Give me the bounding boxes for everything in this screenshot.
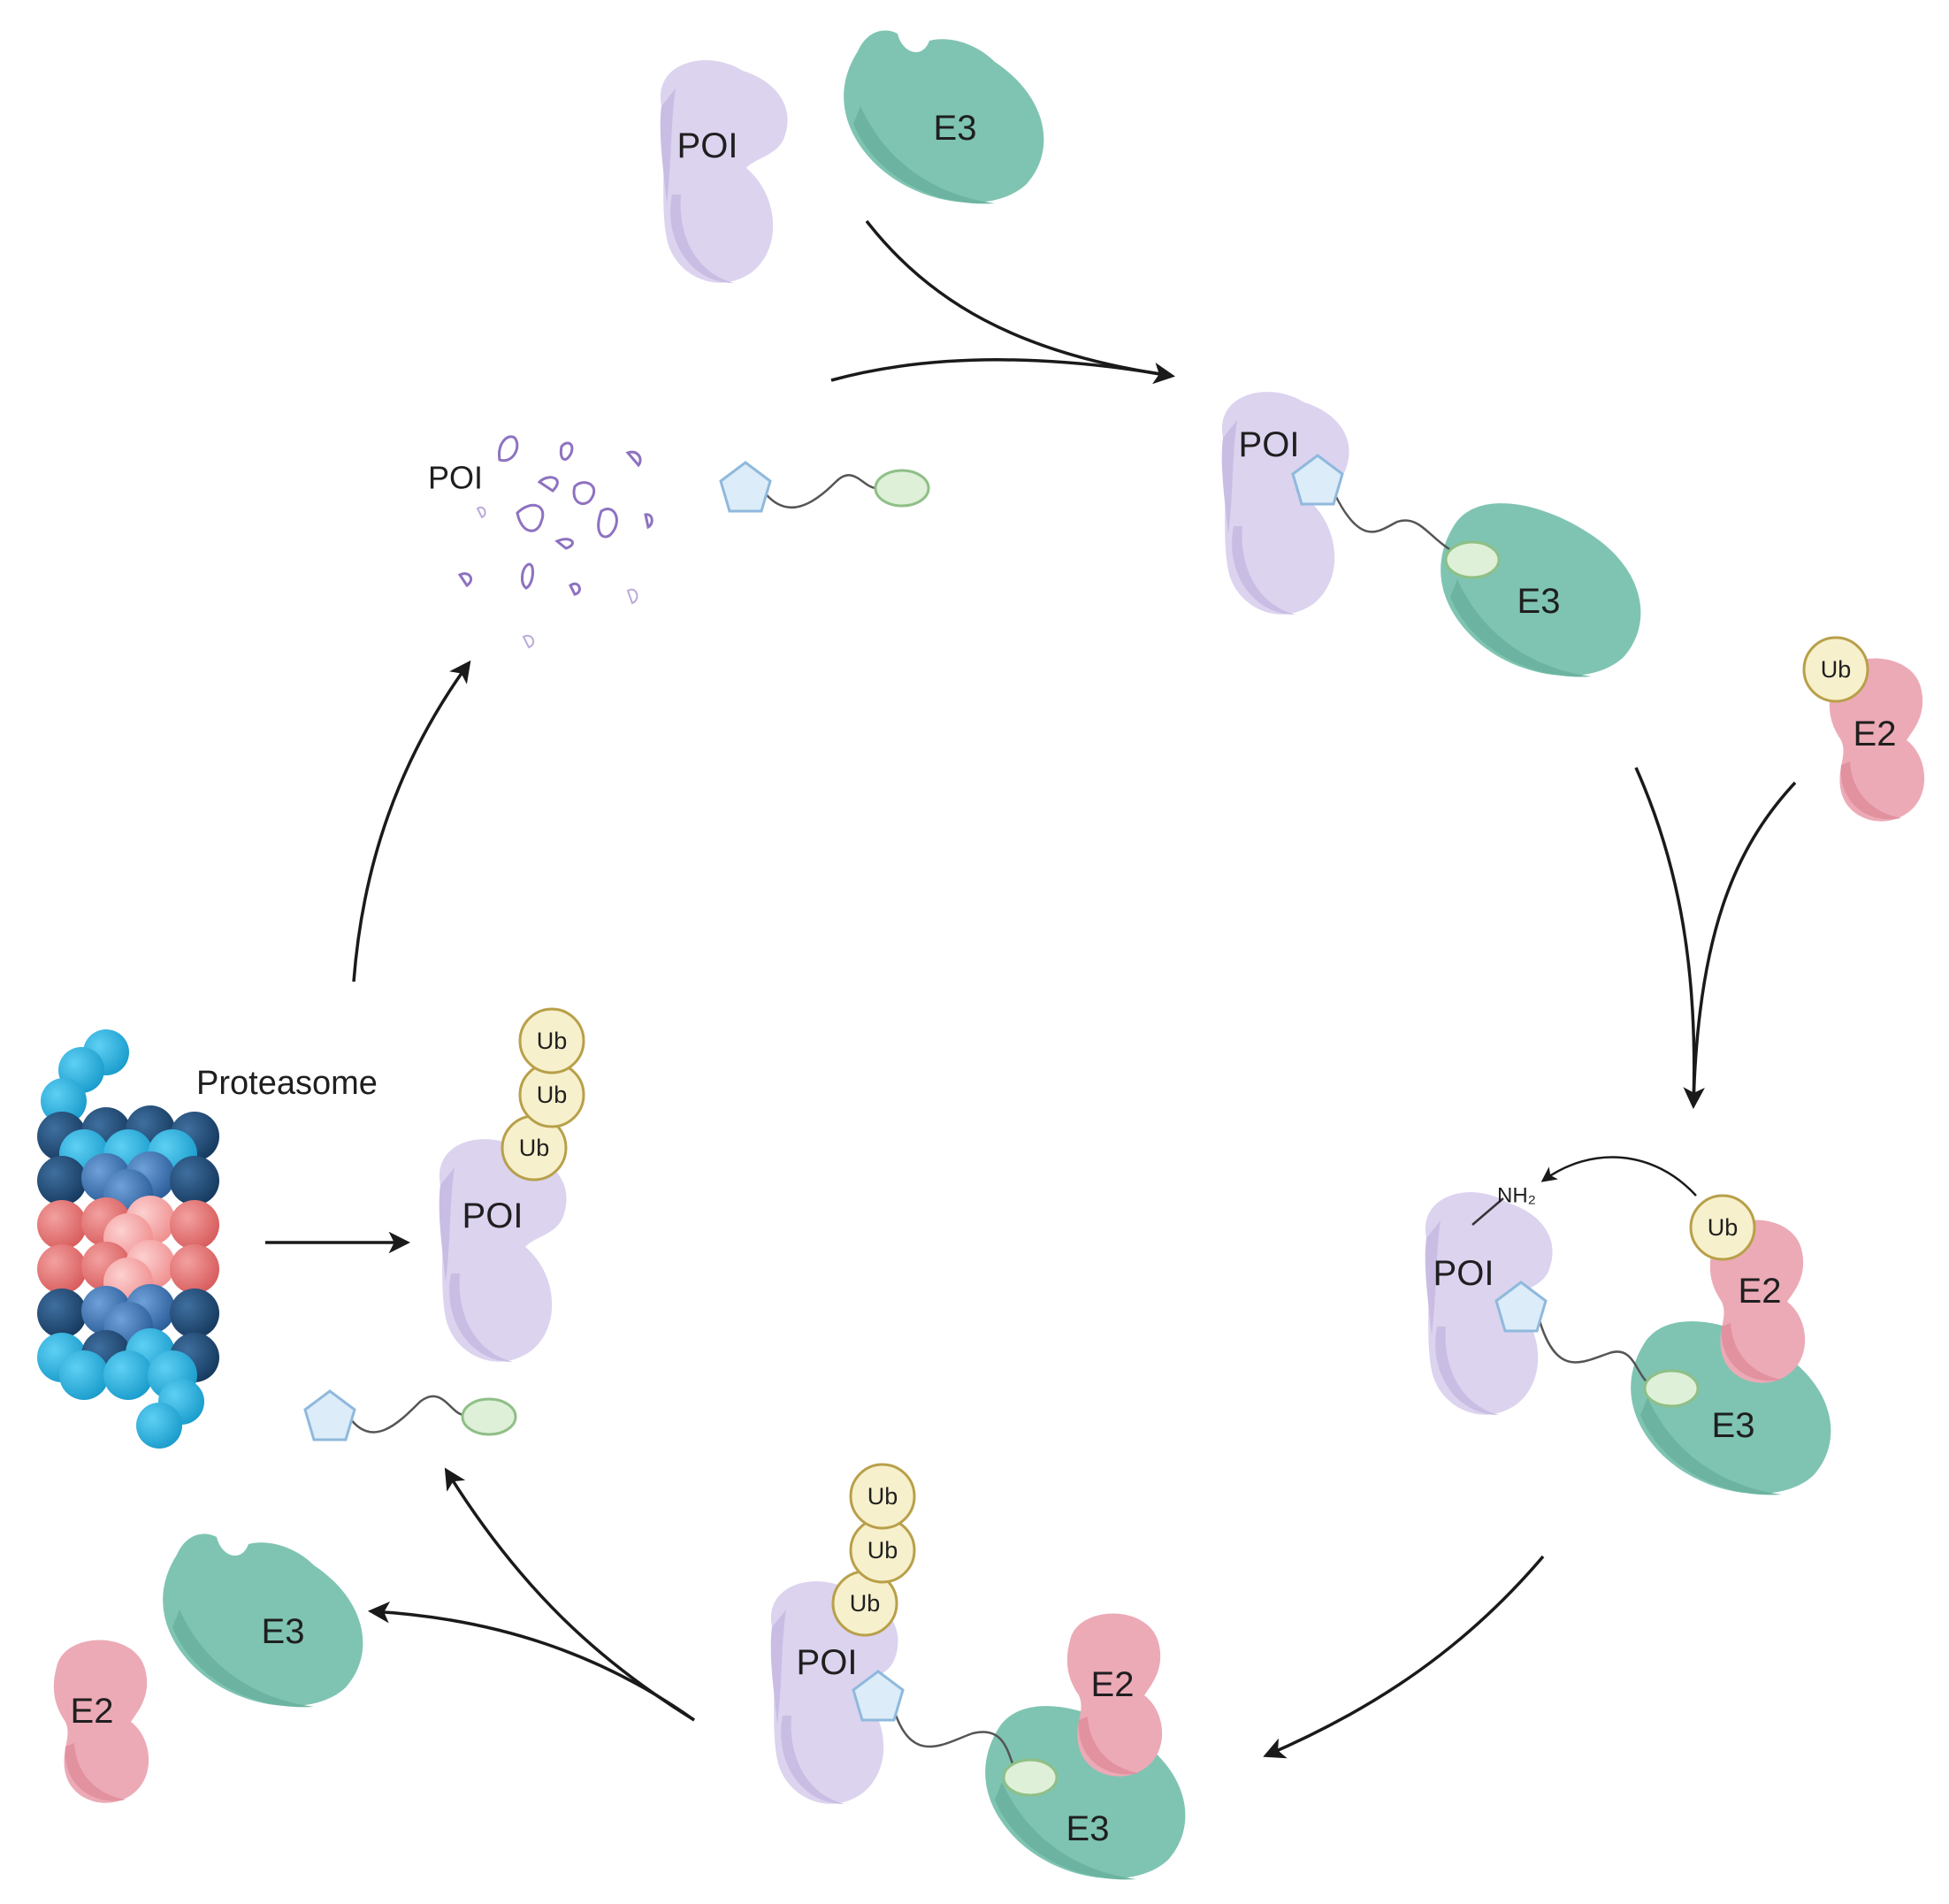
arrow-binding-top <box>865 219 1176 385</box>
arrow-release-enzymes <box>367 1601 696 1722</box>
poi-label: POI <box>1433 1254 1494 1293</box>
arrow-ub-transfer <box>1540 1156 1697 1197</box>
poi-label: POI <box>677 126 738 165</box>
poi-label: POI <box>797 1643 858 1682</box>
e3-label: E3 <box>1066 1809 1110 1848</box>
ligand-icon <box>1002 1758 1059 1797</box>
ub-label: Ub <box>867 1483 898 1510</box>
e3-label: E3 <box>1712 1406 1755 1445</box>
ub-label: Ub <box>537 1082 568 1108</box>
arrow-e2-join <box>1692 781 1797 1106</box>
warhead-icon <box>719 461 772 513</box>
polyubiquitinated-poi: POI Ub Ub Ub <box>439 1007 585 1362</box>
poi-label: POI <box>462 1197 524 1235</box>
protac-linker <box>762 474 876 509</box>
e2-ub-charged: E2 Ub <box>1802 636 1925 822</box>
free-poi: POI <box>660 60 788 283</box>
e2-label: E2 <box>1739 1272 1782 1311</box>
ligand-icon <box>461 1397 517 1436</box>
e2-label: E2 <box>71 1692 114 1731</box>
released-e2: E2 <box>53 1640 149 1803</box>
warhead-icon <box>303 1389 356 1441</box>
free-protac <box>719 461 930 513</box>
protac-linker <box>1334 494 1469 559</box>
free-e3: E3 <box>844 30 1044 204</box>
peptide-fragments-icon <box>457 435 653 649</box>
poi-fragments-label: POI <box>428 460 483 496</box>
arrow-release-protac <box>444 1467 695 1722</box>
ub-label: Ub <box>537 1028 568 1054</box>
e3-label: E3 <box>934 109 977 148</box>
protac-linker <box>891 1706 1019 1774</box>
ub-label: Ub <box>1821 656 1852 683</box>
arrow-e2-recruit <box>1634 767 1705 1110</box>
polyubiquitinated-complex: POI E3 E2 Ub Ub Ub <box>770 1463 1186 1880</box>
nh2-label: NH₂ <box>1497 1184 1536 1208</box>
e2-label: E2 <box>1853 715 1897 753</box>
released-e3: E3 <box>163 1533 363 1708</box>
e2-label: E2 <box>1091 1665 1135 1704</box>
protac-linker <box>346 1395 465 1434</box>
ligand-icon <box>1643 1369 1700 1408</box>
proteasome-label: Proteasome <box>196 1065 378 1102</box>
nh2-bond <box>1471 1197 1504 1226</box>
ternary-complex: POI E3 <box>1221 392 1641 677</box>
arrow-recycle-top <box>830 358 1173 382</box>
arrow-degradation <box>352 660 471 983</box>
ubiquitin-transfer-complex: POI E3 E2 Ub NH₂ <box>1425 1156 1831 1495</box>
ub-label: Ub <box>850 1590 881 1617</box>
ub-label: Ub <box>519 1135 550 1161</box>
ub-label: Ub <box>867 1537 898 1564</box>
protac-linker <box>1537 1317 1655 1388</box>
poi-label: POI <box>1239 425 1300 464</box>
proteasome-icon <box>37 1029 219 1449</box>
released-protac <box>303 1389 517 1441</box>
ligand-icon <box>1444 540 1501 579</box>
e3-label: E3 <box>1517 582 1561 621</box>
ligand-icon <box>874 469 930 508</box>
arrow-polyubiquitination <box>1263 1555 1545 1759</box>
e3-label: E3 <box>262 1612 305 1651</box>
poi-protein-icon <box>660 60 788 283</box>
ub-label: Ub <box>1708 1214 1739 1241</box>
